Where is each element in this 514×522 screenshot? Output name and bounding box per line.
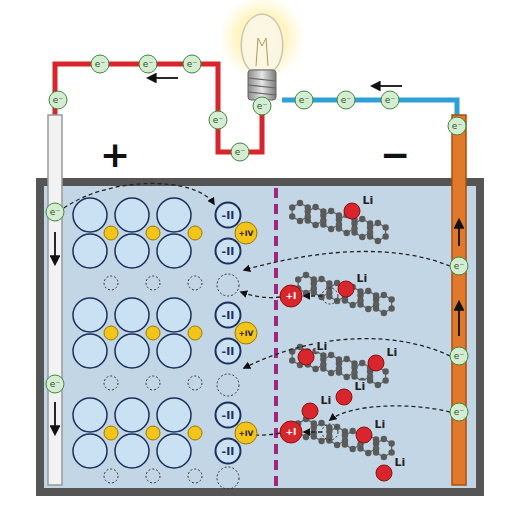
- electron: e⁻: [253, 97, 272, 116]
- electron: e⁻: [209, 111, 228, 130]
- electron: e⁻: [139, 55, 158, 74]
- bulb-threads: [248, 78, 276, 95]
- anode-collector: [452, 115, 466, 485]
- lithium-label: Li: [354, 381, 367, 392]
- lithium-ion: +I: [280, 421, 303, 444]
- terminal-sign: −: [380, 137, 410, 173]
- electron: e⁻: [295, 91, 314, 110]
- lithium-label: Li: [386, 347, 399, 358]
- terminal-sign: +: [100, 137, 130, 173]
- battery-housing: [40, 182, 480, 492]
- cathode-collector: [48, 115, 62, 485]
- lithium-label: Li: [362, 195, 375, 206]
- electron: e⁻: [91, 55, 110, 74]
- cathode-lattice: [73, 198, 239, 489]
- lithium-label: Li: [316, 341, 329, 352]
- electron: e⁻: [450, 347, 469, 366]
- metal-ion: +IV: [235, 422, 258, 445]
- electron: e⁻: [231, 143, 250, 162]
- lithium-ion: +I: [280, 285, 303, 308]
- lithium-label: Li: [394, 457, 407, 468]
- migration-arrows: [64, 183, 450, 435]
- electron: e⁻: [46, 203, 65, 222]
- lithium-label: Li: [374, 419, 387, 430]
- electron: e⁻: [450, 257, 469, 276]
- bulb-filament: [256, 38, 268, 66]
- lithium-label: Li: [356, 273, 369, 284]
- separator: [274, 188, 278, 488]
- red-wire: [55, 64, 262, 152]
- electron: e⁻: [448, 117, 467, 136]
- electron: e⁻: [450, 403, 469, 422]
- electron: e⁻: [337, 91, 356, 110]
- electron: e⁻: [49, 91, 68, 110]
- flow-arrows: [55, 78, 459, 434]
- metal-ion: +IV: [235, 222, 258, 245]
- bulb-base: [248, 70, 276, 100]
- electron: e⁻: [46, 375, 65, 394]
- graphite-layers: [289, 200, 395, 481]
- electron: e⁻: [381, 91, 400, 110]
- lithium-label: Li: [320, 395, 333, 406]
- bulb-glass: [241, 14, 282, 70]
- electron: e⁻: [183, 55, 202, 74]
- metal-ion: +IV: [235, 322, 258, 345]
